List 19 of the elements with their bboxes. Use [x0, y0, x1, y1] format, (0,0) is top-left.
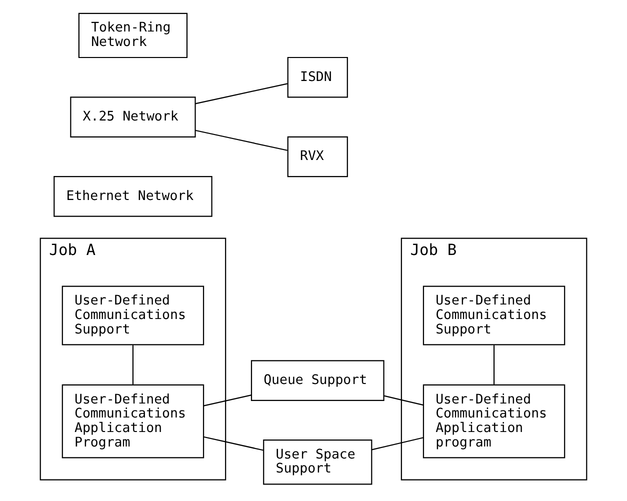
- connector: [203, 436, 264, 450]
- connector: [132, 344, 134, 384]
- node-box: RVX: [287, 136, 348, 177]
- node-box: Token-Ring Network: [78, 12, 188, 58]
- node-box: User Space Support: [263, 439, 372, 484]
- node-box: X.25 Network: [70, 96, 196, 137]
- connector: [493, 344, 495, 384]
- connector: [372, 436, 424, 450]
- connector: [195, 82, 288, 104]
- node-box: ISDN: [287, 56, 348, 98]
- node-box: Ethernet Network: [54, 176, 212, 216]
- connector: [195, 129, 288, 150]
- node-box: User-Defined Communications Application program: [422, 384, 566, 458]
- node-box: User-Defined Communications Support: [62, 285, 204, 345]
- connector: [384, 394, 424, 406]
- node-box: User-Defined Communications Application Program: [62, 384, 204, 458]
- node-box: User-Defined Communications Support: [422, 285, 566, 345]
- connector: [203, 394, 252, 406]
- node-box: Queue Support: [250, 360, 384, 400]
